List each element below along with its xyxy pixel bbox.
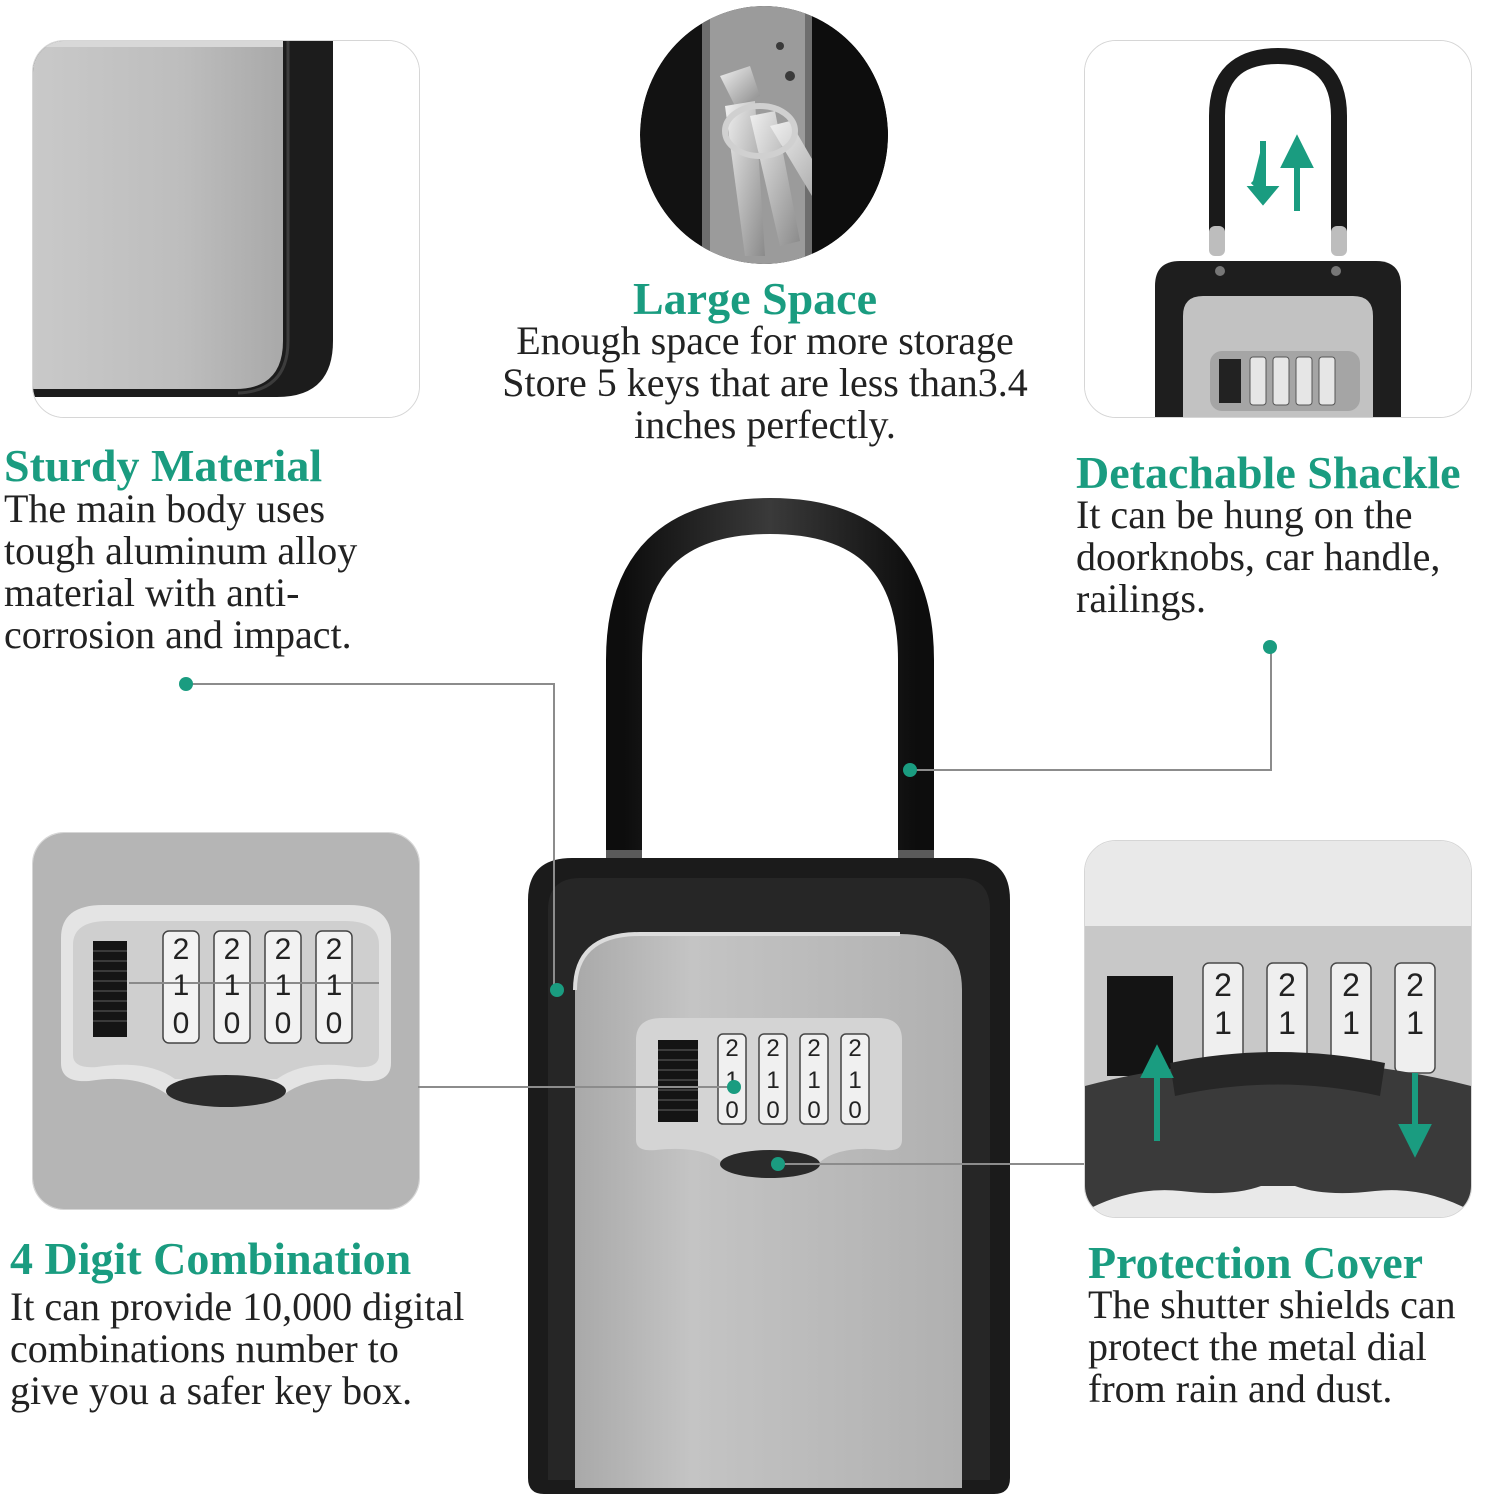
box-corner-closeup-image	[33, 41, 419, 417]
svg-text:0: 0	[807, 1097, 820, 1124]
shackle-closeup-image	[1085, 41, 1471, 417]
svg-text:2: 2	[275, 933, 292, 966]
keys-inside-box-image	[640, 6, 888, 264]
large-space-description: Enough space for more storage Store 5 ke…	[440, 320, 1090, 446]
sturdy-material-description: The main body uses tough aluminum alloy …	[4, 488, 357, 656]
sturdy-line-1: The main body uses	[4, 486, 326, 531]
sturdy-material-title: Sturdy Material	[4, 440, 323, 491]
space-line-3: inches perfectly.	[634, 402, 896, 447]
sturdy-line-2: tough aluminum alloy	[4, 528, 358, 573]
protection-cover-title: Protection Cover	[1088, 1237, 1424, 1288]
combination-dial-window: 210 210 210 210	[636, 1018, 902, 1178]
svg-text:0: 0	[766, 1097, 779, 1124]
cover-line-2: protect the metal dial	[1088, 1324, 1427, 1369]
sturdy-callout-dot-start	[179, 677, 193, 691]
combination-callout-dot	[727, 1080, 741, 1094]
svg-text:0: 0	[326, 1007, 343, 1040]
cover-closeup-image: 21 21 21 21	[1085, 841, 1471, 1217]
svg-text:0: 0	[275, 1007, 292, 1040]
svg-text:1: 1	[275, 969, 292, 1002]
detachable-shackle-description: It can be hung on the doorknobs, car han…	[1076, 494, 1440, 620]
svg-text:1: 1	[173, 969, 190, 1002]
svg-text:0: 0	[725, 1097, 738, 1124]
callout-lines	[186, 648, 1272, 1165]
svg-text:2: 2	[173, 933, 190, 966]
cover-line-1: The shutter shields can	[1088, 1282, 1456, 1327]
svg-text:1: 1	[1214, 1005, 1232, 1041]
svg-text:0: 0	[173, 1007, 190, 1040]
combo-line-2: combinations number to	[10, 1326, 399, 1371]
shackle-line-1: It can be hung on the	[1076, 492, 1413, 537]
svg-text:0: 0	[848, 1097, 861, 1124]
detachable-shackle-detail-panel	[1084, 40, 1472, 418]
large-space-detail-circle	[640, 6, 888, 264]
sturdy-material-callout-line	[186, 683, 555, 990]
shackle-line-2: doorknobs, car handle,	[1076, 534, 1441, 579]
cover-callout-dot	[771, 1157, 785, 1171]
sturdy-material-detail-panel	[32, 40, 420, 418]
sturdy-line-3: material with anti-	[4, 570, 300, 615]
combo-line-3: give you a safer key box.	[10, 1368, 413, 1413]
svg-text:1: 1	[326, 969, 343, 1002]
svg-text:1: 1	[1278, 1005, 1296, 1041]
svg-text:2: 2	[1406, 967, 1424, 1003]
svg-text:1: 1	[1342, 1005, 1360, 1041]
svg-text:2: 2	[725, 1035, 738, 1062]
shackle-line-3: railings.	[1076, 576, 1206, 621]
svg-text:1: 1	[766, 1067, 779, 1094]
svg-text:2: 2	[848, 1035, 861, 1062]
combination-description: It can provide 10,000 digital combinatio…	[10, 1286, 464, 1412]
svg-text:1: 1	[807, 1067, 820, 1094]
combo-line-1: It can provide 10,000 digital	[10, 1284, 465, 1329]
shackle	[606, 497, 934, 880]
detachable-shackle-title: Detachable Shackle	[1076, 447, 1461, 498]
large-space-title: Large Space	[632, 273, 877, 324]
shackle-callout-dot-end	[1263, 640, 1277, 654]
svg-text:0: 0	[224, 1007, 241, 1040]
space-line-2: Store 5 keys that are less than3.4	[502, 360, 1028, 405]
svg-text:1: 1	[224, 969, 241, 1002]
sturdy-callout-dot-end	[550, 983, 564, 997]
combination-title: 4 Digit Combination	[10, 1233, 412, 1284]
svg-text:2: 2	[766, 1035, 779, 1062]
svg-text:2: 2	[1214, 967, 1232, 1003]
dial-closeup-image: 210 210 210 210	[33, 833, 419, 1209]
sturdy-line-4: corrosion and impact.	[4, 612, 352, 657]
svg-text:2: 2	[326, 933, 343, 966]
svg-text:1: 1	[1406, 1005, 1424, 1041]
space-line-1: Enough space for more storage	[516, 318, 1014, 363]
svg-text:2: 2	[1342, 967, 1360, 1003]
svg-text:2: 2	[1278, 967, 1296, 1003]
protection-cover-description: The shutter shields can protect the meta…	[1088, 1284, 1456, 1410]
shackle-callout-dot-start	[903, 763, 917, 777]
svg-text:1: 1	[848, 1067, 861, 1094]
cover-line-3: from rain and dust.	[1088, 1366, 1393, 1411]
shackle-callout-line	[910, 648, 1272, 771]
svg-text:2: 2	[807, 1035, 820, 1062]
svg-text:2: 2	[224, 933, 241, 966]
